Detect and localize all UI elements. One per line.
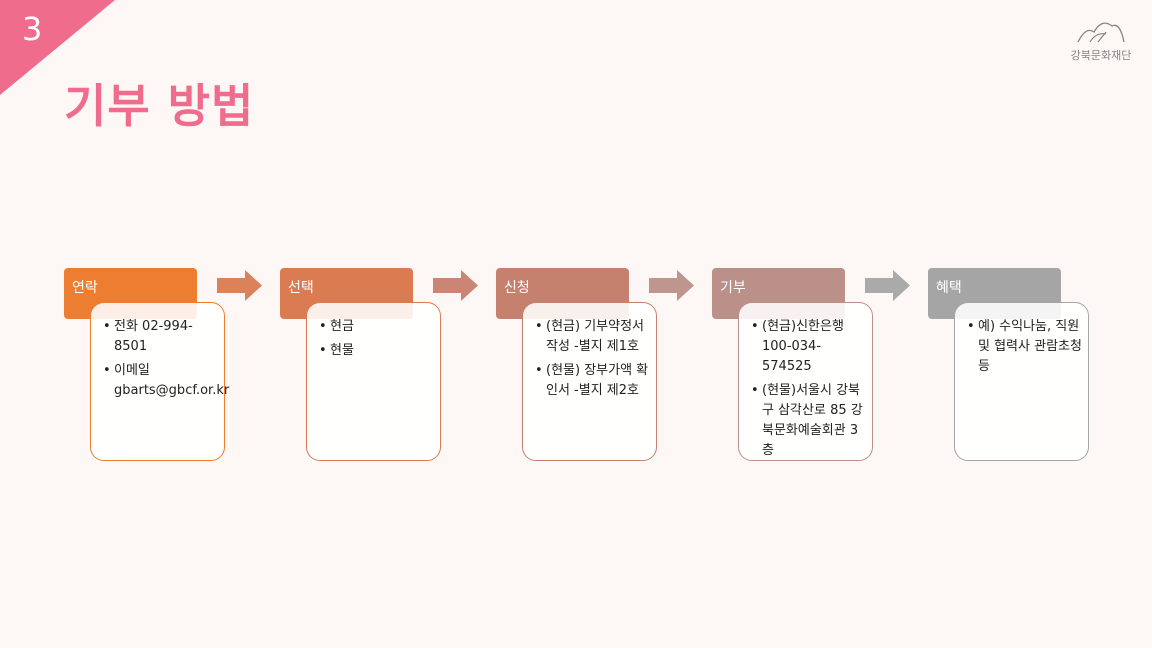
slide-number: 3: [22, 10, 43, 48]
step-card: (현금)신한은행 100-034-574525(현물)서울시 강북구 삼각산로 …: [738, 302, 873, 461]
step-card: 현금현물: [306, 302, 441, 461]
arrow-right-icon: [217, 270, 262, 301]
step-item: 현물: [319, 341, 436, 361]
step-item: 현금: [319, 317, 436, 337]
step-item: 이메일 gbarts@gbcf.or.kr: [103, 361, 229, 401]
logo-text: 강북문화재단: [1070, 49, 1132, 62]
step-card: 전화 02-994-8501이메일 gbarts@gbcf.or.kr: [90, 302, 229, 461]
step-item: 전화 02-994-8501: [103, 317, 220, 357]
logo: 강북문화재단: [1068, 18, 1134, 63]
step-item: (현금) 기부약정서 작성 -별지 제1호: [535, 317, 652, 357]
process-step: 혜택 예) 수익나눔, 직원 및 협력사 관람초청 등: [928, 268, 1098, 468]
slide-number-corner: [0, 0, 115, 95]
arrow-right-icon: [649, 270, 694, 301]
arrow-right-icon: [865, 270, 910, 301]
arrow-right-icon: [433, 270, 478, 301]
page-title: 기부 방법: [64, 79, 255, 133]
step-card: 예) 수익나눔, 직원 및 협력사 관람초청 등: [954, 302, 1089, 461]
step-item: 예) 수익나눔, 직원 및 협력사 관람초청 등: [967, 317, 1084, 377]
step-item: (현금)신한은행 100-034-574525: [751, 317, 868, 377]
process-step: 기부 (현금)신한은행 100-034-574525(현물)서울시 강북구 삼각…: [712, 268, 882, 468]
step-item: (현물)서울시 강북구 삼각산로 85 강북문화예술회관 3층: [751, 381, 868, 461]
step-item: (현물) 장부가액 확인서 -별지 제2호: [535, 361, 652, 401]
step-card: (현금) 기부약정서 작성 -별지 제1호(현물) 장부가액 확인서 -별지 제…: [522, 302, 657, 461]
process-step: 선택 현금현물: [280, 268, 450, 468]
process-step: 연락 전화 02-994-8501이메일 gbarts@gbcf.or.kr: [64, 268, 234, 468]
process-step: 신청 (현금) 기부약정서 작성 -별지 제1호(현물) 장부가액 확인서 -별…: [496, 268, 666, 468]
